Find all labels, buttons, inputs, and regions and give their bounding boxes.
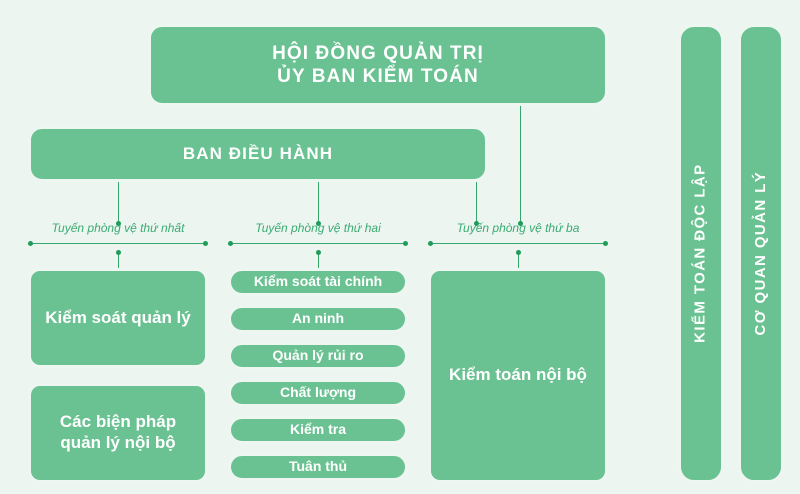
internal-measures-line1: Các biện pháp [59, 412, 177, 432]
connector-board-to-line3 [520, 106, 521, 224]
connector-dot [316, 221, 321, 226]
connector-exec-to-line2 [318, 182, 319, 224]
internal-measures-line2: quản lý nội bộ [60, 433, 176, 452]
pill-label: Kiểm tra [289, 421, 347, 438]
rail-dot [428, 241, 433, 246]
independent-audit-bar[interactable]: KIỂM TOÁN ĐỘC LẬP [678, 24, 724, 483]
pill-security[interactable]: An ninh [228, 305, 408, 333]
rail-dot [203, 241, 208, 246]
rail-dot [28, 241, 33, 246]
internal-audit-box[interactable]: Kiểm toán nội bộ [428, 268, 608, 483]
second-defense-line-column: Kiểm soát tài chính An ninh Quản lý rủi … [228, 268, 408, 490]
connector-dot [316, 250, 321, 255]
rail-dot [228, 241, 233, 246]
pill-financial-control[interactable]: Kiểm soát tài chính [228, 268, 408, 296]
defense-line-label-3: Tuyến phòng vệ thứ ba [456, 221, 580, 235]
connector-dot [516, 250, 521, 255]
connector-dot [116, 250, 121, 255]
management-control-box[interactable]: Kiểm soát quản lý [28, 268, 208, 368]
independent-audit-label: KIỂM TOÁN ĐỘC LẬP [691, 163, 709, 344]
pill-label: An ninh [291, 310, 345, 327]
pill-label: Kiểm soát tài chính [253, 273, 383, 290]
connector-dot [518, 221, 523, 226]
connector-exec-to-line1 [118, 182, 119, 224]
board-box-text-wrap: HỘI ĐỒNG QUẢN TRỊ ỦY BAN KIỂM TOÁN [272, 42, 484, 88]
management-control-label: Kiểm soát quản lý [45, 307, 191, 327]
rail-dot [603, 241, 608, 246]
executive-board-box[interactable]: BAN ĐIỀU HÀNH [28, 126, 488, 182]
executive-board-label: BAN ĐIỀU HÀNH [182, 143, 334, 163]
rail-line3 [430, 243, 606, 244]
connector-dot [116, 221, 121, 226]
pill-label: Tuân thủ [288, 458, 348, 475]
internal-audit-label: Kiểm toán nội bộ [449, 365, 587, 385]
pill-inspection[interactable]: Kiểm tra [228, 416, 408, 444]
pill-label: Chất lượng [279, 384, 357, 401]
board-title-line1: HỘI ĐỒNG QUẢN TRỊ [272, 42, 484, 64]
connector-exec-to-line3 [476, 182, 477, 224]
pill-quality[interactable]: Chất lượng [228, 379, 408, 407]
pill-label: Quản lý rủi ro [272, 347, 364, 364]
defense-line-label-2: Tuyến phòng vệ thứ hai [255, 221, 381, 235]
internal-measures-text-wrap: Các biện pháp quản lý nội bộ [60, 412, 176, 453]
defense-line-label-1: Tuyến phòng vệ thứ nhất [51, 221, 185, 235]
board-of-directors-box[interactable]: HỘI ĐỒNG QUẢN TRỊ ỦY BAN KIỂM TOÁN [148, 24, 608, 106]
pill-risk-management[interactable]: Quản lý rủi ro [228, 342, 408, 370]
rail-dot [403, 241, 408, 246]
pill-compliance[interactable]: Tuân thủ [228, 453, 408, 481]
internal-management-measures-box[interactable]: Các biện pháp quản lý nội bộ [28, 383, 208, 483]
rail-line1 [30, 243, 206, 244]
rail-line2 [230, 243, 406, 244]
connector-dot [474, 221, 479, 226]
regulator-label: CƠ QUAN QUẢN LÝ [751, 171, 769, 336]
board-title-line2: ỦY BAN KIỂM TOÁN [277, 66, 479, 87]
regulator-bar[interactable]: CƠ QUAN QUẢN LÝ [738, 24, 784, 483]
